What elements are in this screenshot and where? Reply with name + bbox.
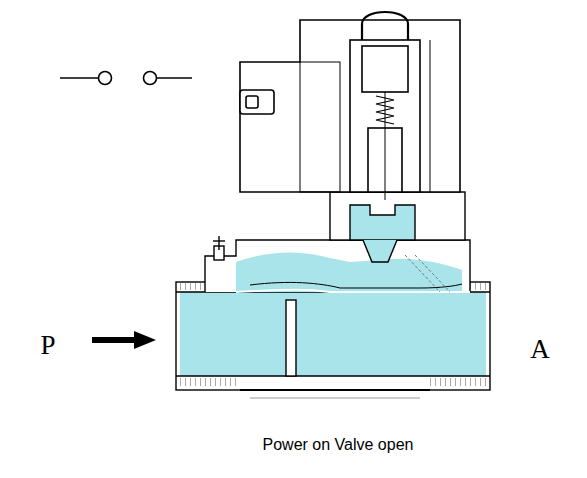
caption: Power on Valve open: [263, 437, 414, 453]
port-label: A: [530, 336, 550, 363]
bonnet: [205, 192, 470, 292]
port-label: P: [40, 332, 55, 359]
flow-arrow: [92, 331, 156, 349]
switch-symbol: [60, 72, 192, 85]
valve-body: [176, 282, 490, 398]
solenoid-coil: [240, 12, 460, 200]
